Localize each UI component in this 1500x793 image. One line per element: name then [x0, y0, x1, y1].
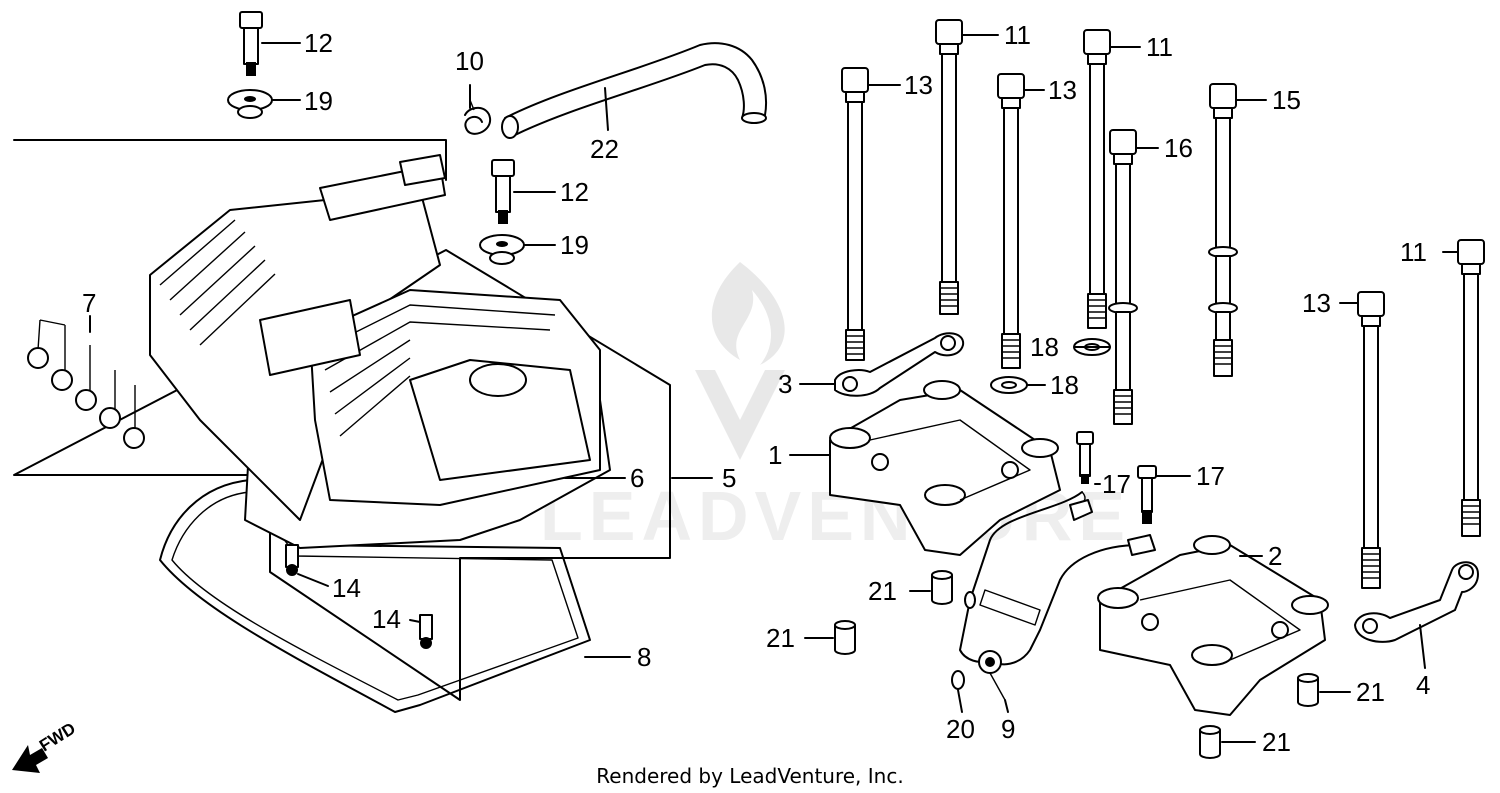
o-ring-20 [951, 670, 965, 690]
callout-13-b: 13 [1048, 75, 1077, 105]
callout-19-upper: 19 [304, 86, 333, 116]
callout-11-b: 11 [1146, 32, 1173, 62]
dowel-pin-21-a [931, 570, 953, 605]
bolt-17-a [1076, 431, 1094, 484]
breather-tube-22 [501, 42, 768, 139]
rocker-arm-holder-1 [829, 380, 1061, 556]
callout-17-a: 17 [1102, 469, 1131, 499]
bolt-14-lower [419, 614, 433, 649]
hose-clip-10 [464, 99, 492, 135]
callout-5: 5 [722, 463, 736, 493]
forward-direction-indicator: FWD [12, 719, 79, 773]
callout-18-upper: 18 [1030, 332, 1059, 362]
callout-21-c: 21 [1356, 677, 1385, 707]
callout-7: 7 [82, 288, 96, 318]
callout-1: 1 [768, 440, 782, 470]
callout-15: 15 [1272, 85, 1301, 115]
bolt-15 [1208, 83, 1238, 377]
callout-21-d: 21 [1262, 727, 1291, 757]
callout-2: 2 [1268, 541, 1282, 571]
oil-pipe-9 [959, 491, 1156, 701]
callout-11-c: 11 [1400, 237, 1427, 267]
callout-12-lower: 12 [560, 177, 589, 207]
leadventure-watermark: LEADVENTURE [540, 262, 1125, 555]
callout-17-b: 17 [1196, 461, 1225, 491]
render-credit-caption: Rendered by LeadVenture, Inc. [596, 764, 903, 788]
bolt-17-b [1137, 465, 1157, 524]
callout-20: 20 [946, 714, 975, 744]
callout-21-a: 21 [868, 576, 897, 606]
callout-14-lower: 14 [372, 604, 401, 634]
bolt-14-upper [285, 544, 299, 576]
fwd-label: FWD [36, 719, 79, 756]
callout-9: 9 [1001, 714, 1015, 744]
gasket-8 [159, 479, 591, 713]
callout-16: 16 [1164, 133, 1193, 163]
callout-18-lower: 18 [1050, 370, 1079, 400]
callout-3: 3 [778, 369, 792, 399]
dowel-pin-21-c [1297, 673, 1319, 707]
assembly-outline-box [13, 139, 671, 701]
stud-13-a [841, 67, 869, 361]
cylinder-head-cover [149, 154, 611, 549]
rubber-seals-7 [27, 319, 145, 449]
callout-13-c: 13 [1302, 288, 1331, 318]
rocker-arm-holder-2 [1097, 535, 1329, 716]
callout-19-lower: 19 [560, 230, 589, 260]
bolt-12-upper [239, 11, 263, 76]
callout-13-a: 13 [904, 70, 933, 100]
stud-13-b [997, 73, 1025, 369]
stud-11-c [1457, 239, 1485, 537]
callout-12-upper: 12 [304, 28, 333, 58]
dowel-pin-21-d [1199, 725, 1221, 759]
callout-11-a: 11 [1004, 20, 1031, 50]
callout-6: 6 [630, 463, 644, 493]
washer-18-lower [990, 376, 1028, 394]
stud-11-a [935, 19, 963, 315]
callout-21-b: 21 [766, 623, 795, 653]
plate-3 [834, 332, 965, 397]
callout-14-upper: 14 [332, 573, 361, 603]
plate-4 [1354, 561, 1479, 643]
dowel-pin-21-b [834, 620, 856, 655]
washer-19-lower [479, 234, 525, 265]
stud-11-b [1083, 29, 1111, 329]
callout-22: 22 [590, 134, 619, 164]
leader-lines [89, 34, 1459, 743]
callout-4: 4 [1416, 670, 1430, 700]
stud-13-c [1357, 291, 1385, 589]
callout-labels: 12 19 10 22 12 19 7 6 5 8 14 14 13 11 13… [82, 20, 1430, 757]
bolt-12-lower [491, 159, 515, 224]
callout-10: 10 [455, 46, 484, 76]
bolt-16 [1108, 129, 1138, 425]
fwd-arrow-icon [12, 745, 48, 773]
washer-19-upper [227, 89, 273, 119]
callout-8: 8 [637, 642, 651, 672]
